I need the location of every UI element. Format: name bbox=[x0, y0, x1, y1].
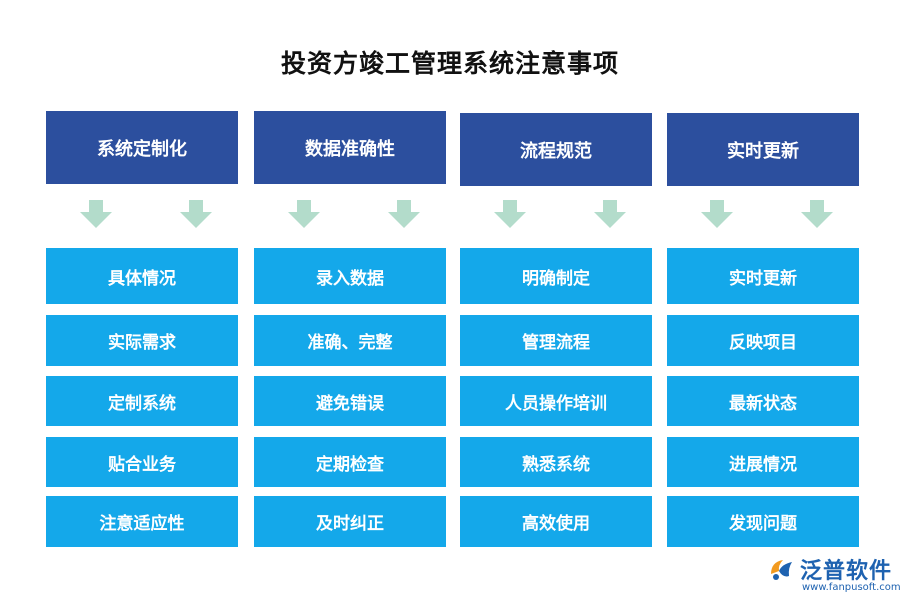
list-item: 发现问题 bbox=[667, 496, 859, 547]
down-arrow-icon bbox=[80, 200, 112, 228]
diagram-title: 投资方竣工管理系统注意事项 bbox=[280, 49, 619, 78]
column-realtime-update: 实时更新 实时更新 反映项目 最新状态 进展情况 发现问题 bbox=[667, 0, 859, 600]
fanpu-logo-icon bbox=[771, 560, 792, 580]
brand-url: www.fanpusoft.com bbox=[802, 582, 900, 593]
list-item: 及时纠正 bbox=[254, 496, 446, 547]
column-header: 实时更新 bbox=[667, 113, 859, 186]
list-item: 进展情况 bbox=[667, 437, 859, 487]
list-item: 管理流程 bbox=[460, 315, 652, 366]
list-item: 反映项目 bbox=[667, 315, 859, 366]
list-item: 实际需求 bbox=[46, 315, 238, 366]
list-item: 实时更新 bbox=[667, 248, 859, 304]
list-item: 录入数据 bbox=[254, 248, 446, 304]
brand-logo: 泛普软件 www.fanpusoft.com bbox=[768, 552, 900, 598]
list-item: 明确制定 bbox=[460, 248, 652, 304]
down-arrow-icon bbox=[801, 200, 833, 228]
list-item: 准确、完整 bbox=[254, 315, 446, 366]
column-header: 数据准确性 bbox=[254, 111, 446, 184]
list-item: 注意适应性 bbox=[46, 496, 238, 547]
list-item: 贴合业务 bbox=[46, 437, 238, 487]
list-item: 定期检查 bbox=[254, 437, 446, 487]
list-item: 定制系统 bbox=[46, 376, 238, 426]
list-item: 具体情况 bbox=[46, 248, 238, 304]
down-arrow-icon bbox=[594, 200, 626, 228]
column-system-customization: 系统定制化 具体情况 实际需求 定制系统 贴合业务 注意适应性 bbox=[46, 0, 238, 600]
column-header: 流程规范 bbox=[460, 113, 652, 186]
down-arrow-icon bbox=[494, 200, 526, 228]
column-data-accuracy: 数据准确性 录入数据 准确、完整 避免错误 定期检查 及时纠正 bbox=[254, 0, 446, 600]
list-item: 避免错误 bbox=[254, 376, 446, 426]
list-item: 人员操作培训 bbox=[460, 376, 652, 426]
list-item: 高效使用 bbox=[460, 496, 652, 547]
column-header: 系统定制化 bbox=[46, 111, 238, 184]
down-arrow-icon bbox=[701, 200, 733, 228]
brand-name: 泛普软件 bbox=[800, 559, 893, 584]
down-arrow-icon bbox=[388, 200, 420, 228]
list-item: 熟悉系统 bbox=[460, 437, 652, 487]
column-process-standard: 流程规范 明确制定 管理流程 人员操作培训 熟悉系统 高效使用 bbox=[460, 0, 652, 600]
list-item: 最新状态 bbox=[667, 376, 859, 426]
down-arrow-icon bbox=[288, 200, 320, 228]
down-arrow-icon bbox=[180, 200, 212, 228]
